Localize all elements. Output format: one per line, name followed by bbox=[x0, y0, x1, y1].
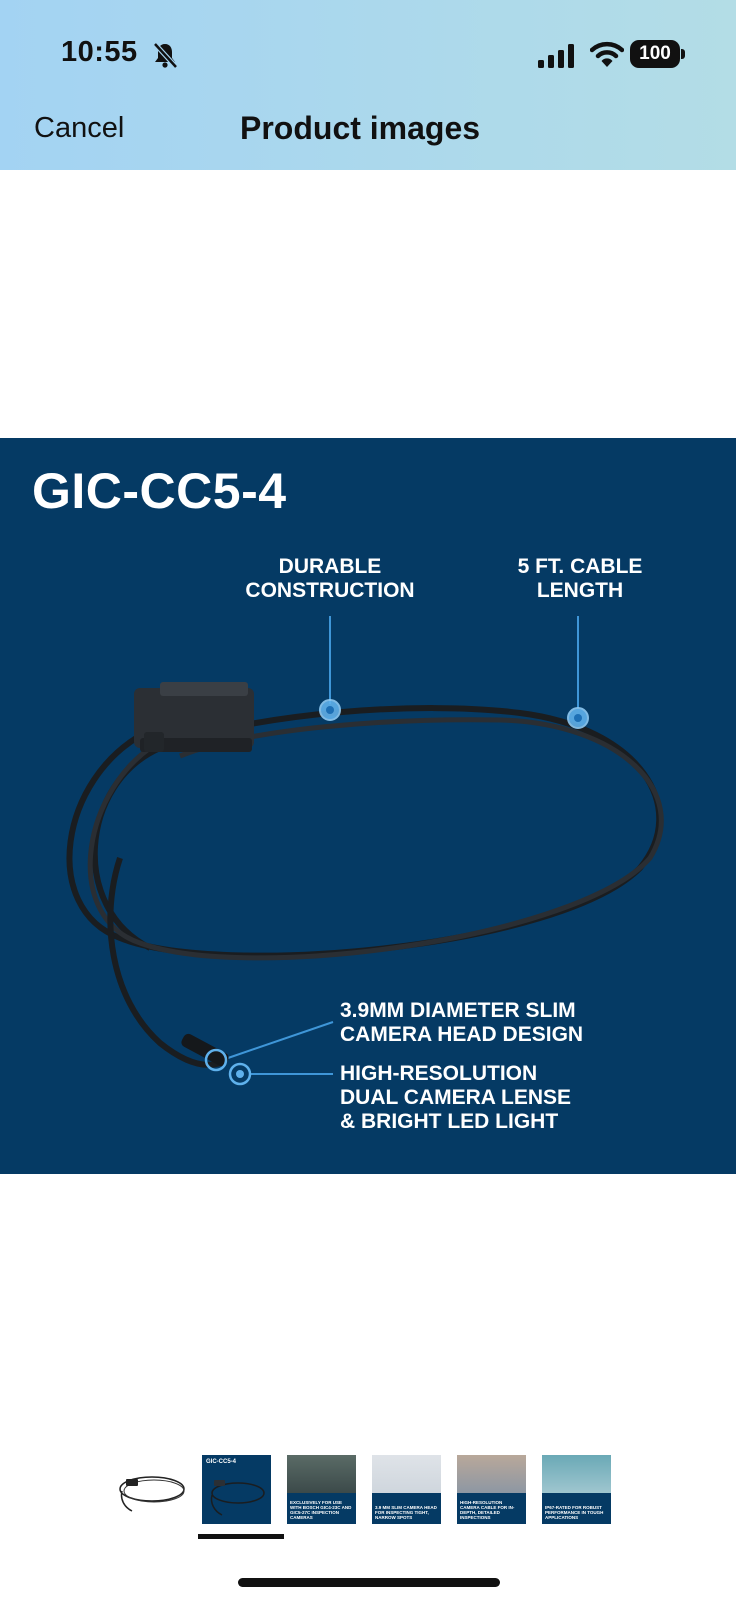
thumbnail-5-caption: HIGH-RESOLUTION CAMERA CABLE FOR IN-DEPT… bbox=[460, 1500, 515, 1520]
thumbnail-2-caption: GIC-CC5-4 bbox=[206, 1459, 237, 1465]
battery-icon: 100 bbox=[630, 40, 686, 68]
thumbnail-5[interactable]: HIGH-RESOLUTION CAMERA CABLE FOR IN-DEPT… bbox=[457, 1455, 526, 1524]
callout-cable-length: 5 FT. CABLE LENGTH bbox=[517, 555, 643, 602]
cellular-signal-icon bbox=[538, 44, 574, 68]
cancel-button[interactable]: Cancel bbox=[34, 112, 125, 144]
battery-level: 100 bbox=[630, 40, 680, 68]
product-model-title: GIC-CC5-4 bbox=[32, 463, 287, 519]
nav-bar bbox=[0, 106, 736, 170]
callout-camera-head: 3.9MM DIAMETER SLIM CAMERA HEAD DESIGN bbox=[340, 999, 584, 1046]
product-image[interactable]: GIC-CC5-4 DURABLE CONSTRUCTION 5 FT. CAB… bbox=[0, 438, 736, 1174]
wifi-icon bbox=[590, 41, 624, 67]
selected-thumbnail-indicator bbox=[198, 1534, 284, 1539]
thumbnail-4-caption: 3.9 MM SLIM CAMERA HEAD FOR INSPECTING T… bbox=[375, 1505, 437, 1520]
thumbnail-strip: GIC-CC5-4 EXCLUSIVELY FOR USE WITH BOSCH… bbox=[116, 1455, 626, 1530]
callout-dual-camera: HIGH-RESOLUTION DUAL CAMERA LENSE & BRIG… bbox=[340, 1062, 572, 1133]
connector-module bbox=[134, 682, 254, 752]
thumbnail-6[interactable]: IP67-RATED FOR ROBUST PERFORMANCE IN TOU… bbox=[542, 1455, 611, 1524]
silent-bell-icon bbox=[153, 42, 178, 69]
status-bar: 10:55 100 bbox=[0, 0, 736, 106]
thumbnail-4[interactable]: 3.9 MM SLIM CAMERA HEAD FOR INSPECTING T… bbox=[372, 1455, 441, 1524]
home-indicator[interactable] bbox=[238, 1578, 500, 1587]
thumbnail-6-caption: IP67-RATED FOR ROBUST PERFORMANCE IN TOU… bbox=[545, 1505, 604, 1520]
thumbnail-1[interactable] bbox=[116, 1455, 185, 1524]
thumbnail-2[interactable]: GIC-CC5-4 bbox=[202, 1455, 271, 1524]
thumbnail-3-caption: EXCLUSIVELY FOR USE WITH BOSCH GIC4-23C … bbox=[290, 1500, 352, 1520]
callout-durable-construction: DURABLE CONSTRUCTION bbox=[245, 555, 415, 602]
thumbnail-3[interactable]: EXCLUSIVELY FOR USE WITH BOSCH GIC4-23C … bbox=[287, 1455, 356, 1524]
page-title: Product images bbox=[240, 110, 481, 146]
cable-illustration bbox=[66, 616, 664, 1086]
status-time: 10:55 bbox=[61, 36, 138, 68]
battery-tip bbox=[681, 49, 685, 59]
